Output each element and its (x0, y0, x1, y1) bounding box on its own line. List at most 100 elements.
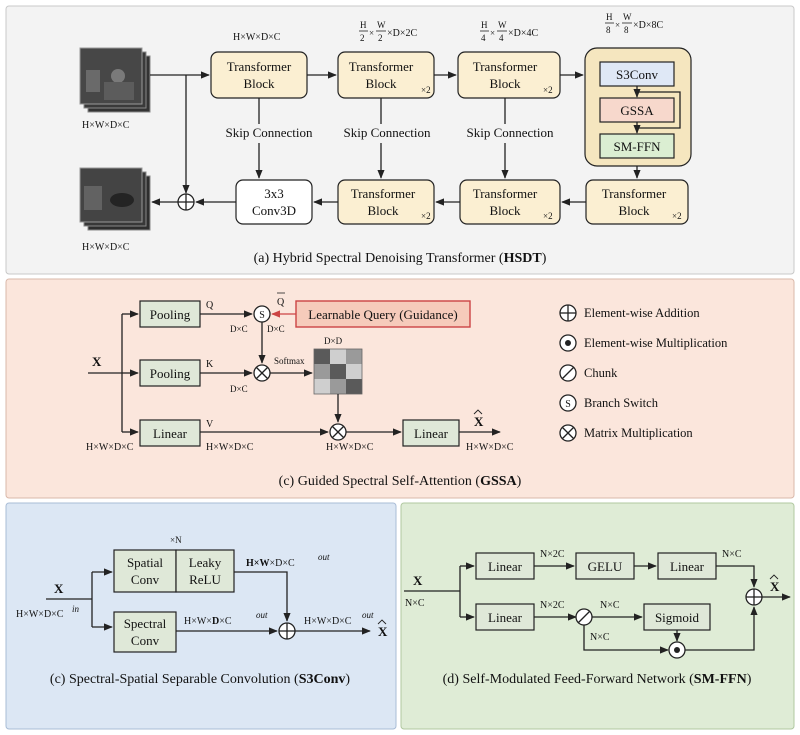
svg-text:Transformer: Transformer (473, 59, 538, 74)
legend-label: Element-wise Addition (584, 306, 700, 320)
svg-text:H: H (481, 20, 488, 30)
svg-text:S3Conv: S3Conv (616, 67, 658, 82)
input-dims: H×W×D×C (82, 120, 130, 131)
sigmoid-block: Sigmoid (643, 603, 711, 631)
svg-text:Transformer: Transformer (349, 59, 414, 74)
leaky-relu-block: Leaky ReLU (175, 549, 235, 593)
v-label: V (206, 419, 214, 430)
smffn-in-dims: N×C (405, 598, 425, 609)
nxc-chunk-label: N×C (600, 600, 620, 611)
svg-text:W: W (498, 20, 507, 30)
svg-text:Linear: Linear (414, 426, 449, 441)
linear-top-block: Linear (475, 552, 535, 580)
svg-text:×2: ×2 (543, 85, 553, 95)
panel-s3conv: X H×W×D×C in ×N Spatial Conv Leaky ReLU … (5, 502, 397, 730)
plus-circle-icon (745, 588, 763, 606)
dot-circle-icon (668, 641, 686, 659)
conv3d-block: 3x3 Conv3D (235, 179, 313, 225)
slash-circle-icon (559, 364, 577, 382)
svg-text:H×W×D×C: H×W×D×C (16, 609, 64, 620)
svg-text:X: X (474, 414, 484, 429)
svg-text:Transformer: Transformer (602, 186, 667, 201)
legend: Element-wise Addition Element-wise Multi… (559, 304, 728, 442)
svg-text:GSSA: GSSA (620, 103, 654, 118)
hsdt-arrows (150, 71, 641, 206)
legend-label: Chunk (584, 366, 618, 380)
svg-text:out: out (256, 610, 268, 620)
input-image-stack (79, 47, 151, 113)
svg-text:X: X (770, 579, 780, 594)
panel-gssa: X Pooling Pooling Linear Q K V H×W×D×C S… (5, 278, 795, 499)
decoder-block-2: Transformer Block ×2 (337, 179, 435, 225)
svg-text:X: X (378, 624, 388, 639)
svg-text:Pooling: Pooling (150, 366, 191, 381)
svg-text:4: 4 (481, 33, 486, 43)
dxc-label-3: D×C (230, 384, 248, 394)
encoder-block-3: Transformer Block ×2 (457, 51, 561, 99)
stage3-dims: H 4 × W 4 ×D×4C (480, 20, 539, 43)
softmax-label: Softmax (274, 356, 305, 366)
pooling-k-block: Pooling (139, 359, 201, 387)
svg-text:H×W×D×C: H×W×D×C (304, 616, 352, 627)
svg-text:Conv: Conv (131, 572, 160, 587)
svg-text:S: S (565, 399, 571, 410)
svg-text:×D×8C: ×D×8C (633, 20, 664, 31)
stage2-dims: H 2 × W 2 ×D×2C (359, 20, 418, 43)
xhat-label: X (473, 409, 484, 429)
s-circle-icon: S (559, 394, 577, 412)
spatial-out-dims: H×W×D×C out (246, 552, 330, 569)
svg-text:Linear: Linear (488, 610, 523, 625)
svg-text:Sigmoid: Sigmoid (655, 610, 700, 625)
slash-circle-icon (575, 608, 593, 626)
spatial-conv-block: Spatial Conv (113, 549, 177, 593)
learnable-query-block: Learnable Query (Guidance) (295, 300, 471, 328)
dxc-label-1: D×C (230, 324, 248, 334)
s3conv-in-dims: H×W×D×C in (16, 604, 80, 620)
dxc-label-2: D×C (267, 324, 285, 334)
linear-out-block: Linear (402, 419, 460, 447)
encoder-block-2: Transformer Block ×2 (337, 51, 435, 99)
s-circle-icon: S (253, 305, 271, 323)
smffn-block (599, 133, 675, 159)
decoder-block-3: Transformer Block ×2 (459, 179, 561, 225)
skip-label-3: Skip Connection (466, 125, 554, 140)
s3conv-input-x: X (54, 581, 64, 596)
qbar-label: Q (277, 292, 285, 308)
q-label: Q (206, 300, 214, 311)
caption-gssa: (c) Guided Spectral Self-Attention (GSSA… (279, 474, 522, 489)
svg-text:Leaky: Leaky (189, 555, 222, 570)
nxc-lower-label: N×C (590, 632, 610, 643)
svg-text:3x3: 3x3 (264, 186, 284, 201)
caption-hsdt: (a) Hybrid Spectral Denoising Transforme… (254, 251, 547, 266)
svg-text:out: out (362, 610, 374, 620)
gelu-block: GELU (575, 552, 635, 580)
pooling-q-block: Pooling (139, 300, 201, 328)
nxc-top-label: N×C (722, 549, 742, 560)
linear-bottom-block: Linear (475, 603, 535, 631)
s3conv-block (599, 61, 675, 87)
gssa-block (599, 97, 675, 123)
svg-text:×: × (615, 20, 620, 30)
svg-text:×D×4C: ×D×4C (508, 28, 539, 39)
svg-text:H×W×D×C: H×W×D×C (184, 616, 232, 627)
svg-text:Transformer: Transformer (351, 186, 416, 201)
hwdc-in-label: H×W×D×C (86, 442, 134, 453)
output-dims: H×W×D×C (82, 242, 130, 253)
nx2c-top-label: N×2C (540, 549, 565, 560)
output-image-stack (79, 167, 151, 231)
smffn-xhat-label: X (769, 574, 780, 594)
svg-text:×2: ×2 (421, 85, 431, 95)
nx2c-bottom-label: N×2C (540, 600, 565, 611)
svg-text:×2: ×2 (543, 211, 553, 221)
svg-text:S: S (259, 310, 265, 321)
svg-text:8: 8 (624, 25, 629, 35)
svg-text:W: W (377, 20, 386, 30)
svg-text:SM-FFN: SM-FFN (614, 139, 662, 154)
skip-label-1: Skip Connection (225, 125, 313, 140)
svg-text:H: H (606, 12, 613, 22)
legend-label: Branch Switch (584, 396, 659, 410)
svg-text:Linear: Linear (488, 559, 523, 574)
svg-text:H×W×D×C: H×W×D×C (246, 558, 295, 569)
svg-text:2: 2 (378, 33, 383, 43)
svg-text:×2: ×2 (421, 211, 431, 221)
